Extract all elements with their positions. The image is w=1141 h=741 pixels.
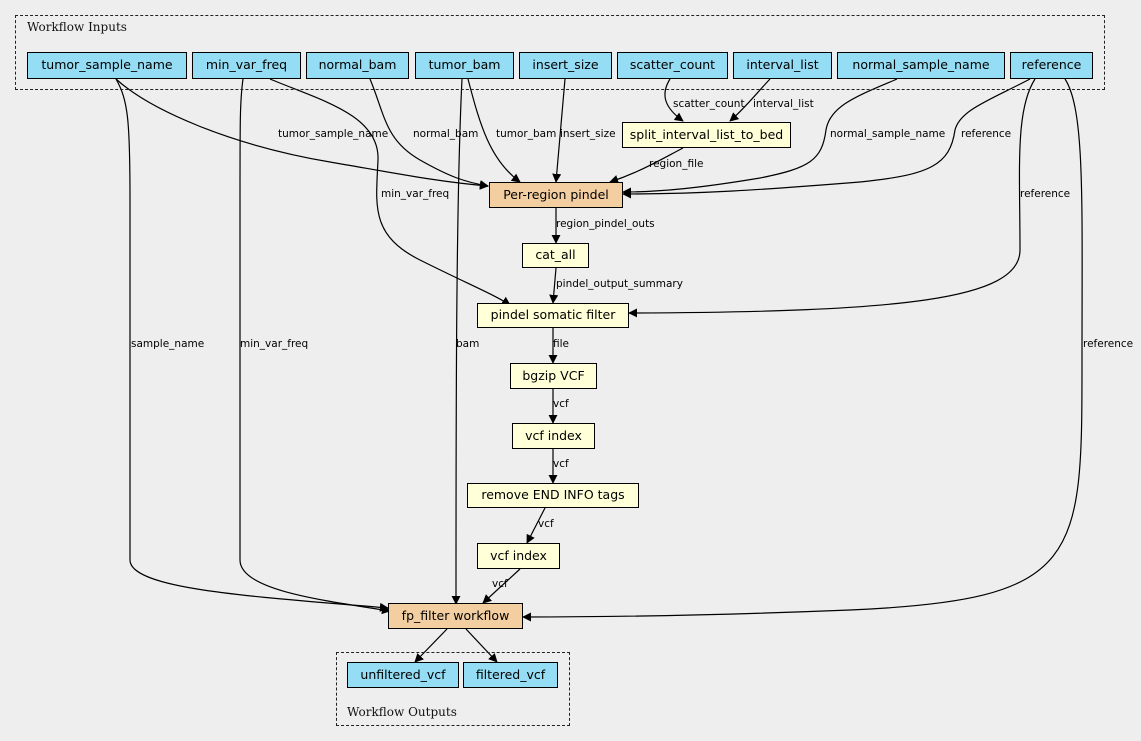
edge-insert-size-to-pindel: [552, 78, 566, 183]
edge-label-pindel-output-summary: pindel_output_summary: [556, 278, 683, 290]
input-scatter-count[interactable]: scatter_count: [617, 52, 728, 79]
edge-label-reference-filter: reference: [1020, 188, 1071, 200]
workflow-inputs-label: Workflow Inputs: [27, 20, 127, 34]
input-interval-list[interactable]: interval_list: [733, 52, 832, 79]
edge-index2-to-fp: [482, 568, 521, 604]
workflow-outputs-label: Workflow Outputs: [347, 705, 457, 719]
step-per-region-pindel[interactable]: Per-region pindel: [489, 182, 623, 208]
edge-cat-to-filter: [549, 267, 559, 304]
step-remove-end-info-tags[interactable]: remove END INFO tags: [467, 483, 639, 508]
edge-reference-to-fp: [522, 78, 1083, 622]
edge-fp-to-filtered: [465, 628, 498, 663]
edge-label-reference-fp: reference: [1083, 338, 1134, 350]
edge-reference-to-filter: [628, 78, 1036, 318]
input-tumor-bam[interactable]: tumor_bam: [415, 52, 514, 79]
edge-label-scatter-count: scatter_count: [673, 98, 745, 110]
workflow-inputs-cluster: [15, 15, 1105, 90]
step-vcf-index-1[interactable]: vcf index: [512, 423, 595, 449]
step-pindel-somatic-filter[interactable]: pindel somatic filter: [477, 303, 629, 328]
edge-label-sample-name: sample_name: [131, 338, 205, 350]
edge-scatter-count-to-split: [664, 78, 684, 122]
edge-label-vcf-4: vcf: [492, 578, 508, 590]
edge-label-tumor-bam: tumor_bam: [496, 128, 557, 140]
edge-label-region-pindel-outs: region_pindel_outs: [556, 218, 655, 230]
edge-label-normal-bam: normal_bam: [413, 128, 479, 140]
edge-label-normal-sample-name: normal_sample_name: [830, 128, 946, 140]
edge-label-vcf-3: vcf: [538, 518, 554, 530]
edge-tumor-sample-name-to-fp: [115, 78, 389, 612]
edge-label-region-file: region_file: [649, 158, 704, 170]
input-insert-size[interactable]: insert_size: [519, 52, 612, 79]
edge-label-tumor-sample-name: tumor_sample_name: [278, 128, 389, 140]
step-vcf-index-2[interactable]: vcf index: [477, 543, 560, 569]
input-normal-bam[interactable]: normal_bam: [306, 52, 409, 79]
input-min-var-freq[interactable]: min_var_freq: [192, 52, 301, 79]
input-normal-sample-name[interactable]: normal_sample_name: [837, 52, 1005, 79]
edge-label-vcf-2: vcf: [553, 458, 569, 470]
step-split-interval-list-to-bed[interactable]: split_interval_list_to_bed: [622, 122, 791, 148]
edge-fp-to-unfiltered: [414, 628, 448, 663]
edge-min-var-freq-to-filter: [269, 78, 511, 306]
step-cat-all[interactable]: cat_all: [522, 243, 589, 268]
edge-label-min-var-freq-filter: min_var_freq: [381, 188, 450, 200]
edge-label-interval-list: interval_list: [753, 98, 814, 110]
edge-normal-bam-to-pindel: [369, 78, 489, 190]
edge-reference-to-pindel: [622, 78, 1031, 199]
edge-tumor-sample-name-to-pindel: [115, 78, 489, 190]
edge-tumor-bam-to-fp: [451, 78, 463, 605]
edge-label-reference-pindel: reference: [961, 128, 1012, 140]
edge-min-var-freq-to-fp: [239, 78, 391, 615]
edge-label-bam: bam: [456, 338, 480, 350]
edge-label-file: file: [553, 338, 569, 350]
edge-normal-sample-name-to-pindel: [622, 78, 898, 197]
edge-split-to-pindel: [609, 147, 684, 184]
input-reference[interactable]: reference: [1010, 52, 1093, 79]
step-bgzip-vcf[interactable]: bgzip VCF: [510, 363, 597, 389]
workflow-outputs-cluster: [336, 652, 570, 726]
edge-label-insert-size: insert_size: [560, 128, 616, 140]
output-unfiltered-vcf[interactable]: unfiltered_vcf: [347, 662, 459, 688]
edge-tumor-bam-to-pindel: [467, 78, 521, 183]
edge-label-vcf-1: vcf: [553, 398, 569, 410]
edge-remove-to-index2: [526, 507, 546, 544]
edge-label-min-var-freq-fp: min_var_freq: [240, 338, 309, 350]
edge-interval-list-to-split: [729, 78, 771, 122]
output-filtered-vcf[interactable]: filtered_vcf: [463, 662, 558, 688]
step-fp-filter-workflow[interactable]: fp_filter workflow: [388, 603, 523, 629]
input-tumor-sample-name[interactable]: tumor_sample_name: [27, 52, 187, 79]
